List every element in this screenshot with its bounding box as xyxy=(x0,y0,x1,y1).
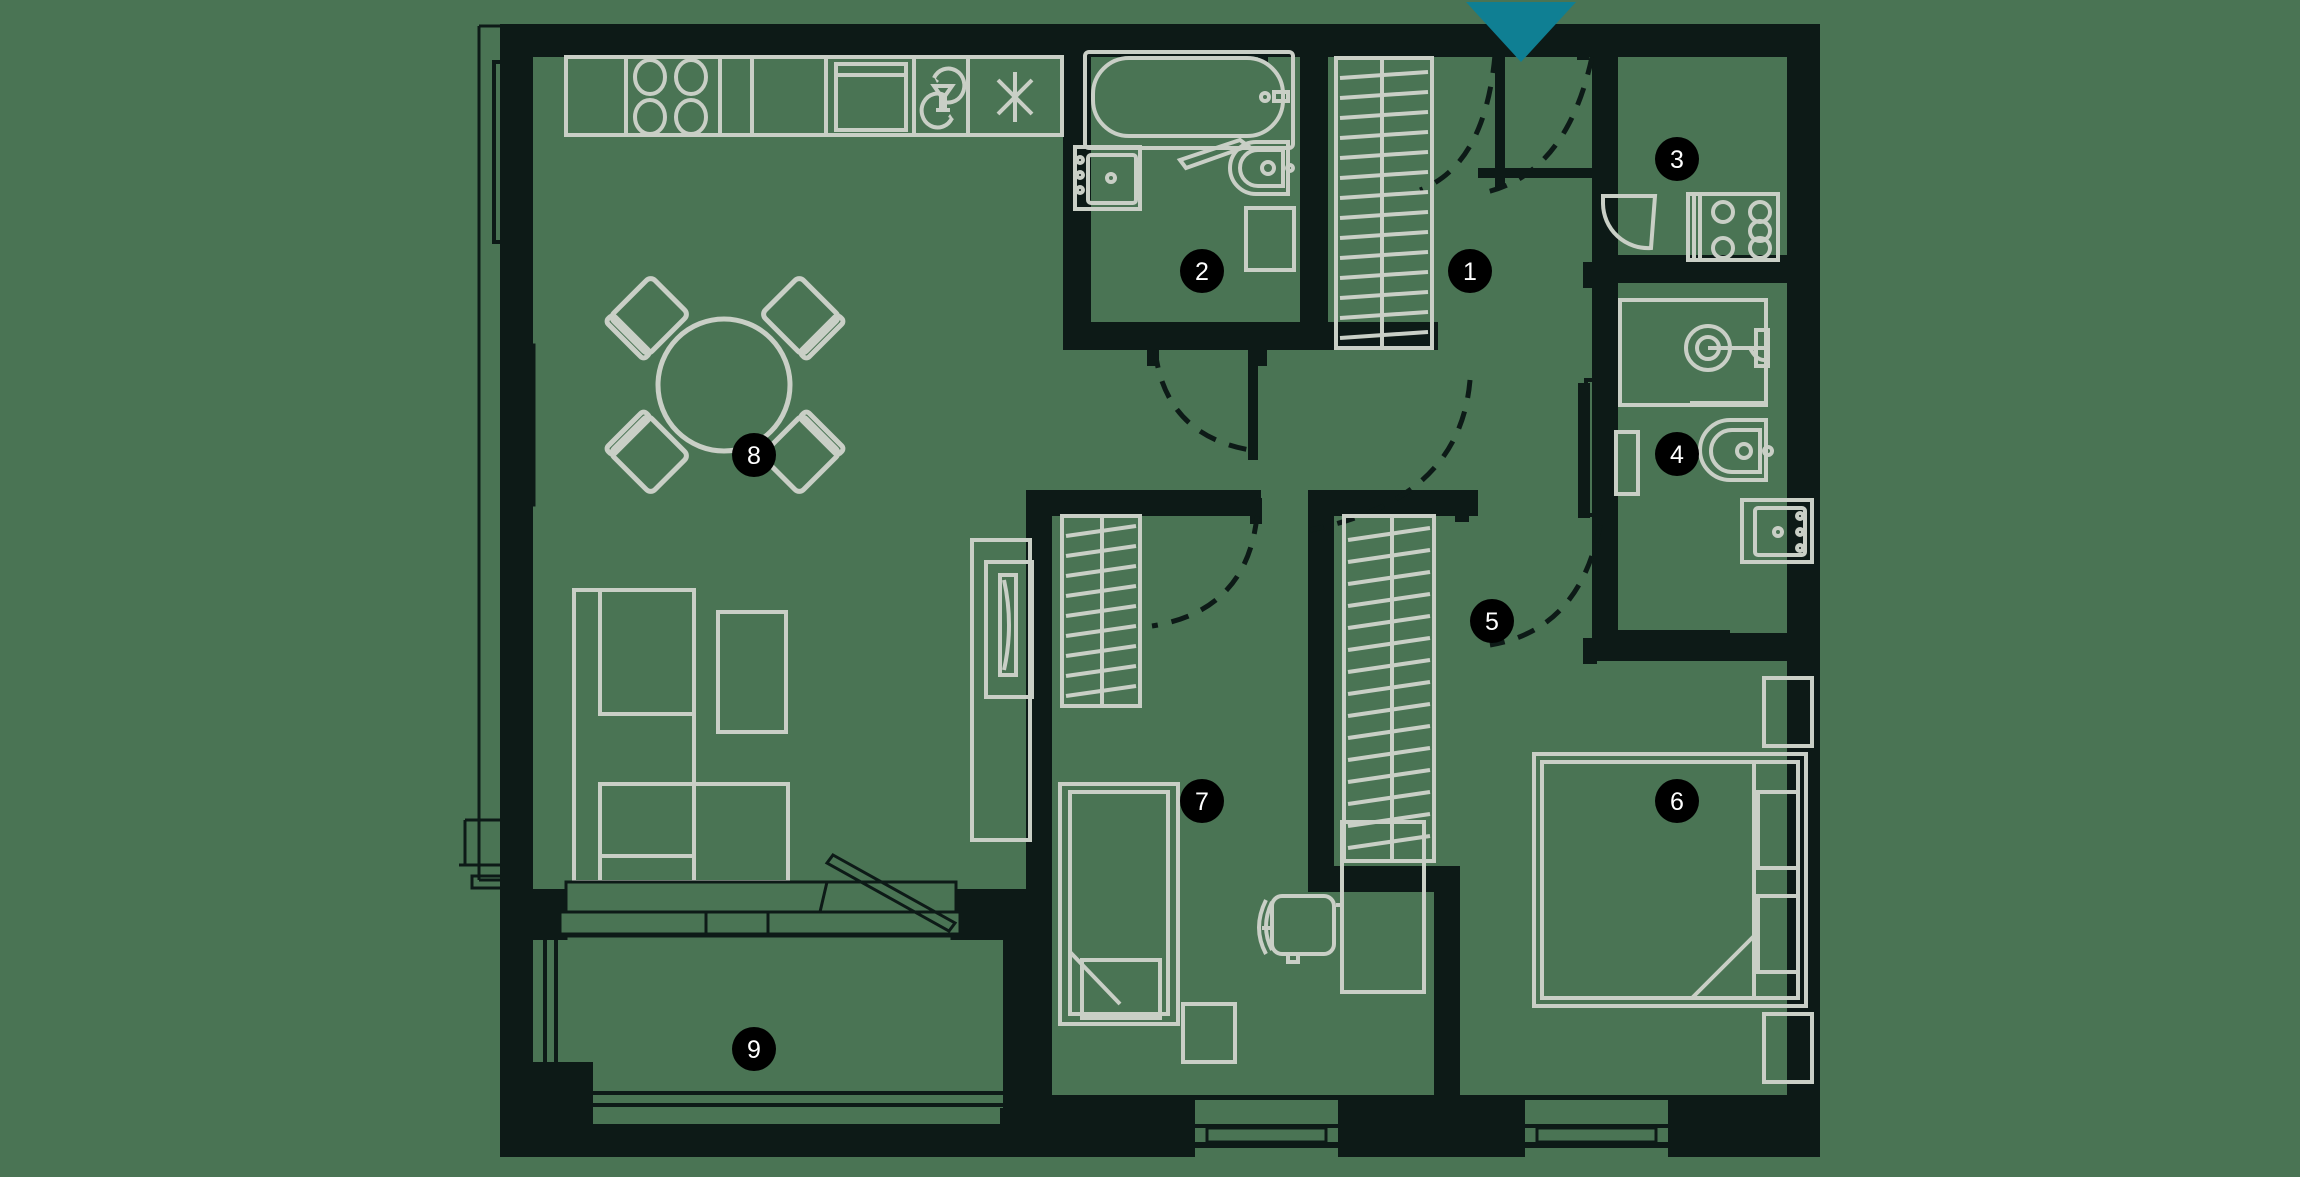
room-marker-6-label: 6 xyxy=(1670,788,1684,816)
shaft-bedroom7 xyxy=(970,538,1032,842)
room-marker-4-label: 4 xyxy=(1670,441,1684,469)
door-leaf-bath2 xyxy=(1248,350,1258,460)
room-marker-4[interactable]: 4 xyxy=(1655,432,1699,476)
door-arc-bath2 xyxy=(1152,349,1251,453)
room-marker-2[interactable]: 2 xyxy=(1180,249,1224,293)
door-arc-bed7 xyxy=(1151,515,1260,629)
toilet-icon-bath4 xyxy=(1698,418,1774,482)
door-swings xyxy=(1151,47,1730,648)
room-marker-2-label: 2 xyxy=(1195,258,1209,286)
double-bed-bedroom6 xyxy=(1532,752,1808,1008)
washing-machine-icon xyxy=(1073,145,1142,211)
window-bedroom6-bottom xyxy=(1525,1100,1668,1164)
bath2-cabinet xyxy=(1244,206,1296,272)
dining-chairs xyxy=(604,276,846,494)
door-leaf-entry xyxy=(1495,47,1505,187)
wardrobe-bedroom7 xyxy=(1060,514,1142,708)
coffee-table xyxy=(716,610,788,734)
kitchen-sink-icon xyxy=(834,62,908,132)
room-marker-9-label: 9 xyxy=(747,1036,761,1064)
shower-tray-icon xyxy=(1618,298,1770,407)
room-marker-1-label: 1 xyxy=(1463,258,1477,286)
window-balcony-slider xyxy=(558,853,962,950)
balcony-post-left xyxy=(533,1062,593,1125)
room-marker-3-label: 3 xyxy=(1670,146,1684,174)
room-markers: 1 2 3 4 5 6 7 8 xyxy=(732,137,1699,1071)
single-bed-bedroom7 xyxy=(1058,782,1180,1026)
wardrobe-hallway xyxy=(1334,56,1434,350)
door-leaf-room3 xyxy=(1478,168,1596,178)
nightstand-lower-bedroom6 xyxy=(1762,1012,1814,1084)
room-marker-7[interactable]: 7 xyxy=(1180,779,1224,823)
shower-rail-icon xyxy=(1176,137,1253,171)
room-marker-7-label: 7 xyxy=(1195,788,1209,816)
room-marker-1[interactable]: 1 xyxy=(1448,249,1492,293)
hood-asterisk-icon xyxy=(996,72,1034,122)
room-marker-8[interactable]: 8 xyxy=(732,433,776,477)
radiator-bedroom7 xyxy=(998,573,1018,677)
office-chair-bedroom7 xyxy=(1257,894,1344,964)
room-marker-3[interactable]: 3 xyxy=(1655,137,1699,181)
washbasin-icon-bath4 xyxy=(1740,498,1814,564)
dishwasher-icon xyxy=(919,66,967,130)
room-marker-9[interactable]: 9 xyxy=(732,1027,776,1071)
room-marker-6[interactable]: 6 xyxy=(1655,779,1699,823)
door-leaf-corridor-2 xyxy=(1316,500,1328,614)
room-marker-5-label: 5 xyxy=(1485,608,1499,636)
door-post-corridor xyxy=(1578,383,1590,518)
balcony-slab xyxy=(533,940,1003,1108)
window-bedroom7-bottom xyxy=(1195,1100,1338,1164)
room-marker-8-label: 8 xyxy=(747,442,761,470)
room3-cooktop-icon xyxy=(1686,192,1780,262)
room-marker-5[interactable]: 5 xyxy=(1470,599,1514,643)
desk-bedroom7 xyxy=(1181,1002,1237,1064)
bathtub-icon xyxy=(1083,50,1295,150)
dimension-lines xyxy=(459,24,505,882)
nightstand-upper-bedroom6 xyxy=(1762,676,1814,748)
room3-corner-shelf xyxy=(1601,194,1658,251)
door-arc-room3 xyxy=(1486,56,1595,195)
radiator-bath4 xyxy=(1614,430,1640,496)
toilet-icon-bath2 xyxy=(1228,140,1295,196)
door-leaf-bath4 xyxy=(1610,630,1730,640)
entrance-arrow xyxy=(1466,2,1576,62)
walls xyxy=(500,24,1820,1157)
round-dining-table xyxy=(655,316,793,454)
cooktop-4-burner-icon xyxy=(633,58,708,136)
